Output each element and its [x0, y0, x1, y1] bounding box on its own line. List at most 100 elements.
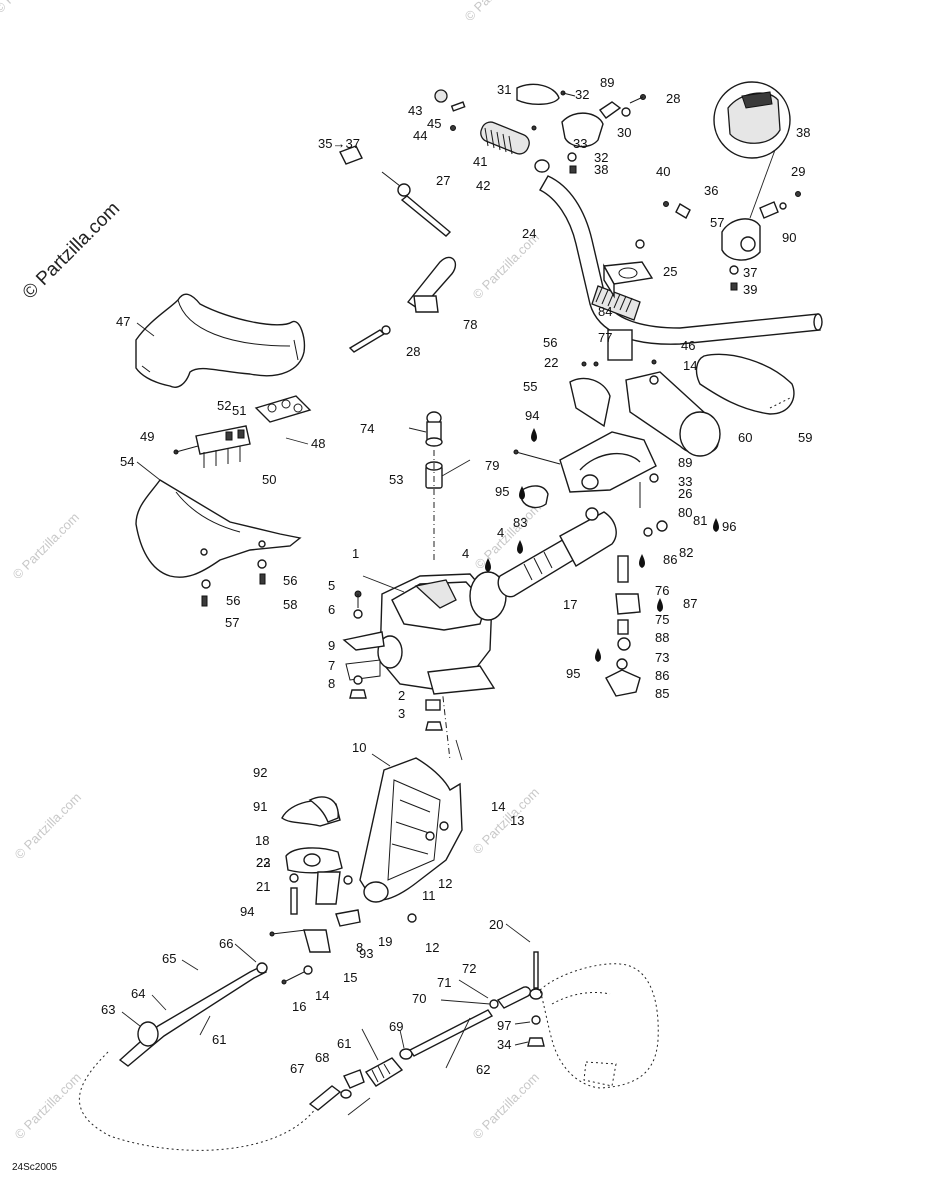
watermark: © Partzilla.com [12, 1070, 85, 1143]
callout: 54 [120, 454, 134, 469]
callout: 77 [598, 330, 612, 345]
callout: 71 [437, 975, 451, 990]
callout: 1 [352, 546, 359, 561]
callout: 28 [666, 91, 680, 106]
callout: 81 [693, 513, 707, 528]
callout: 93 [359, 946, 373, 961]
strap [348, 256, 456, 353]
callout: 38 [594, 162, 608, 177]
callout: 96 [722, 519, 736, 534]
callout: 23 [256, 855, 270, 870]
callout: 58 [283, 597, 297, 612]
callout: 31 [497, 82, 511, 97]
brand-watermark: © Partzilla.com [19, 198, 124, 303]
callout: 68 [315, 1050, 329, 1065]
callout: 59 [798, 430, 812, 445]
callout: 57 [710, 215, 724, 230]
callout: 15 [343, 970, 357, 985]
callout: 83 [513, 515, 527, 530]
callout: 51 [232, 403, 246, 418]
callout: 52 [217, 398, 231, 413]
steering-housing [342, 571, 507, 731]
callout: 9 [328, 638, 335, 653]
callout: 2 [398, 688, 405, 703]
callout: 74 [360, 421, 374, 436]
callout: 8 [328, 676, 335, 691]
callout: 92 [253, 765, 267, 780]
callout: 78 [463, 317, 477, 332]
callout: 76 [655, 583, 669, 598]
callout: 7 [328, 658, 335, 673]
callout: 11 [422, 888, 436, 903]
callout: 38 [796, 125, 810, 140]
callout: 4 [497, 525, 504, 540]
callout: 4 [462, 546, 469, 561]
callout: 44 [413, 128, 427, 143]
callout: 14 [683, 358, 697, 373]
handlebar-support [513, 329, 795, 537]
jet-nozzle [539, 963, 659, 1089]
callout: 8 [356, 940, 363, 955]
callout: 84 [598, 304, 612, 319]
callout: 32 [594, 150, 608, 165]
callout: 10 [352, 740, 366, 755]
callout: 21 [256, 879, 270, 894]
callout: 35→37 [318, 136, 360, 151]
callout: 90 [782, 230, 796, 245]
detail-circle [713, 81, 791, 219]
callout: 45 [427, 116, 441, 131]
callout: 95 [495, 484, 509, 499]
callout: 95 [566, 666, 580, 681]
callout: 18 [255, 833, 269, 848]
callout: 94 [525, 408, 539, 423]
callout: 39 [743, 282, 757, 297]
watermark: © Partzilla.com [462, 0, 535, 24]
callout: 12 [425, 940, 439, 955]
handlebar-cover [135, 293, 306, 388]
callout: 66 [219, 936, 233, 951]
callout: 25 [663, 264, 677, 279]
callout: 6 [328, 602, 335, 617]
callout: 65 [162, 951, 176, 966]
callout: 3 [398, 706, 405, 721]
handlebar [539, 175, 823, 345]
callout: 56 [543, 335, 557, 350]
callout: 49 [140, 429, 154, 444]
callout: 73 [655, 650, 669, 665]
switch-block [173, 395, 312, 468]
callout: 56 [283, 573, 297, 588]
callout: 86 [663, 552, 677, 567]
callout: 94 [240, 904, 254, 919]
callout: 32 [575, 87, 589, 102]
callout: 89 [600, 75, 614, 90]
callout: 33 [573, 136, 587, 151]
callout: 88 [655, 630, 669, 645]
callout: 47 [116, 314, 130, 329]
callout: 27 [436, 173, 450, 188]
watermark: © Partzilla.com [0, 0, 64, 16]
callout: 87 [683, 596, 697, 611]
callout: 86 [655, 668, 669, 683]
callout: 30 [617, 125, 631, 140]
callout: 57 [225, 615, 239, 630]
callout: 43 [408, 103, 422, 118]
support-bracket [359, 757, 463, 923]
callout: 64 [131, 986, 145, 1001]
callout: 48 [311, 436, 325, 451]
watermark: © Partzilla.com [470, 1070, 543, 1143]
callout: 72 [462, 961, 476, 976]
watermark: © Partzilla.com [12, 790, 85, 863]
callout: 20 [489, 917, 503, 932]
callout: 28 [406, 344, 420, 359]
callout: 19 [378, 934, 392, 949]
switch-housing [663, 191, 801, 291]
callout: 29 [791, 164, 805, 179]
small-parts-left [339, 145, 452, 237]
callout: 69 [389, 1019, 403, 1034]
callout: 80 [678, 505, 692, 520]
callout: 82 [679, 545, 693, 560]
callout: 36 [704, 183, 718, 198]
callout: 22 [256, 855, 270, 870]
callout-labels: 1 2 3 4 4 5 6 7 8 8 9 10 11 12 12 13 14 … [12, 75, 812, 1173]
callout: 67 [290, 1061, 304, 1076]
